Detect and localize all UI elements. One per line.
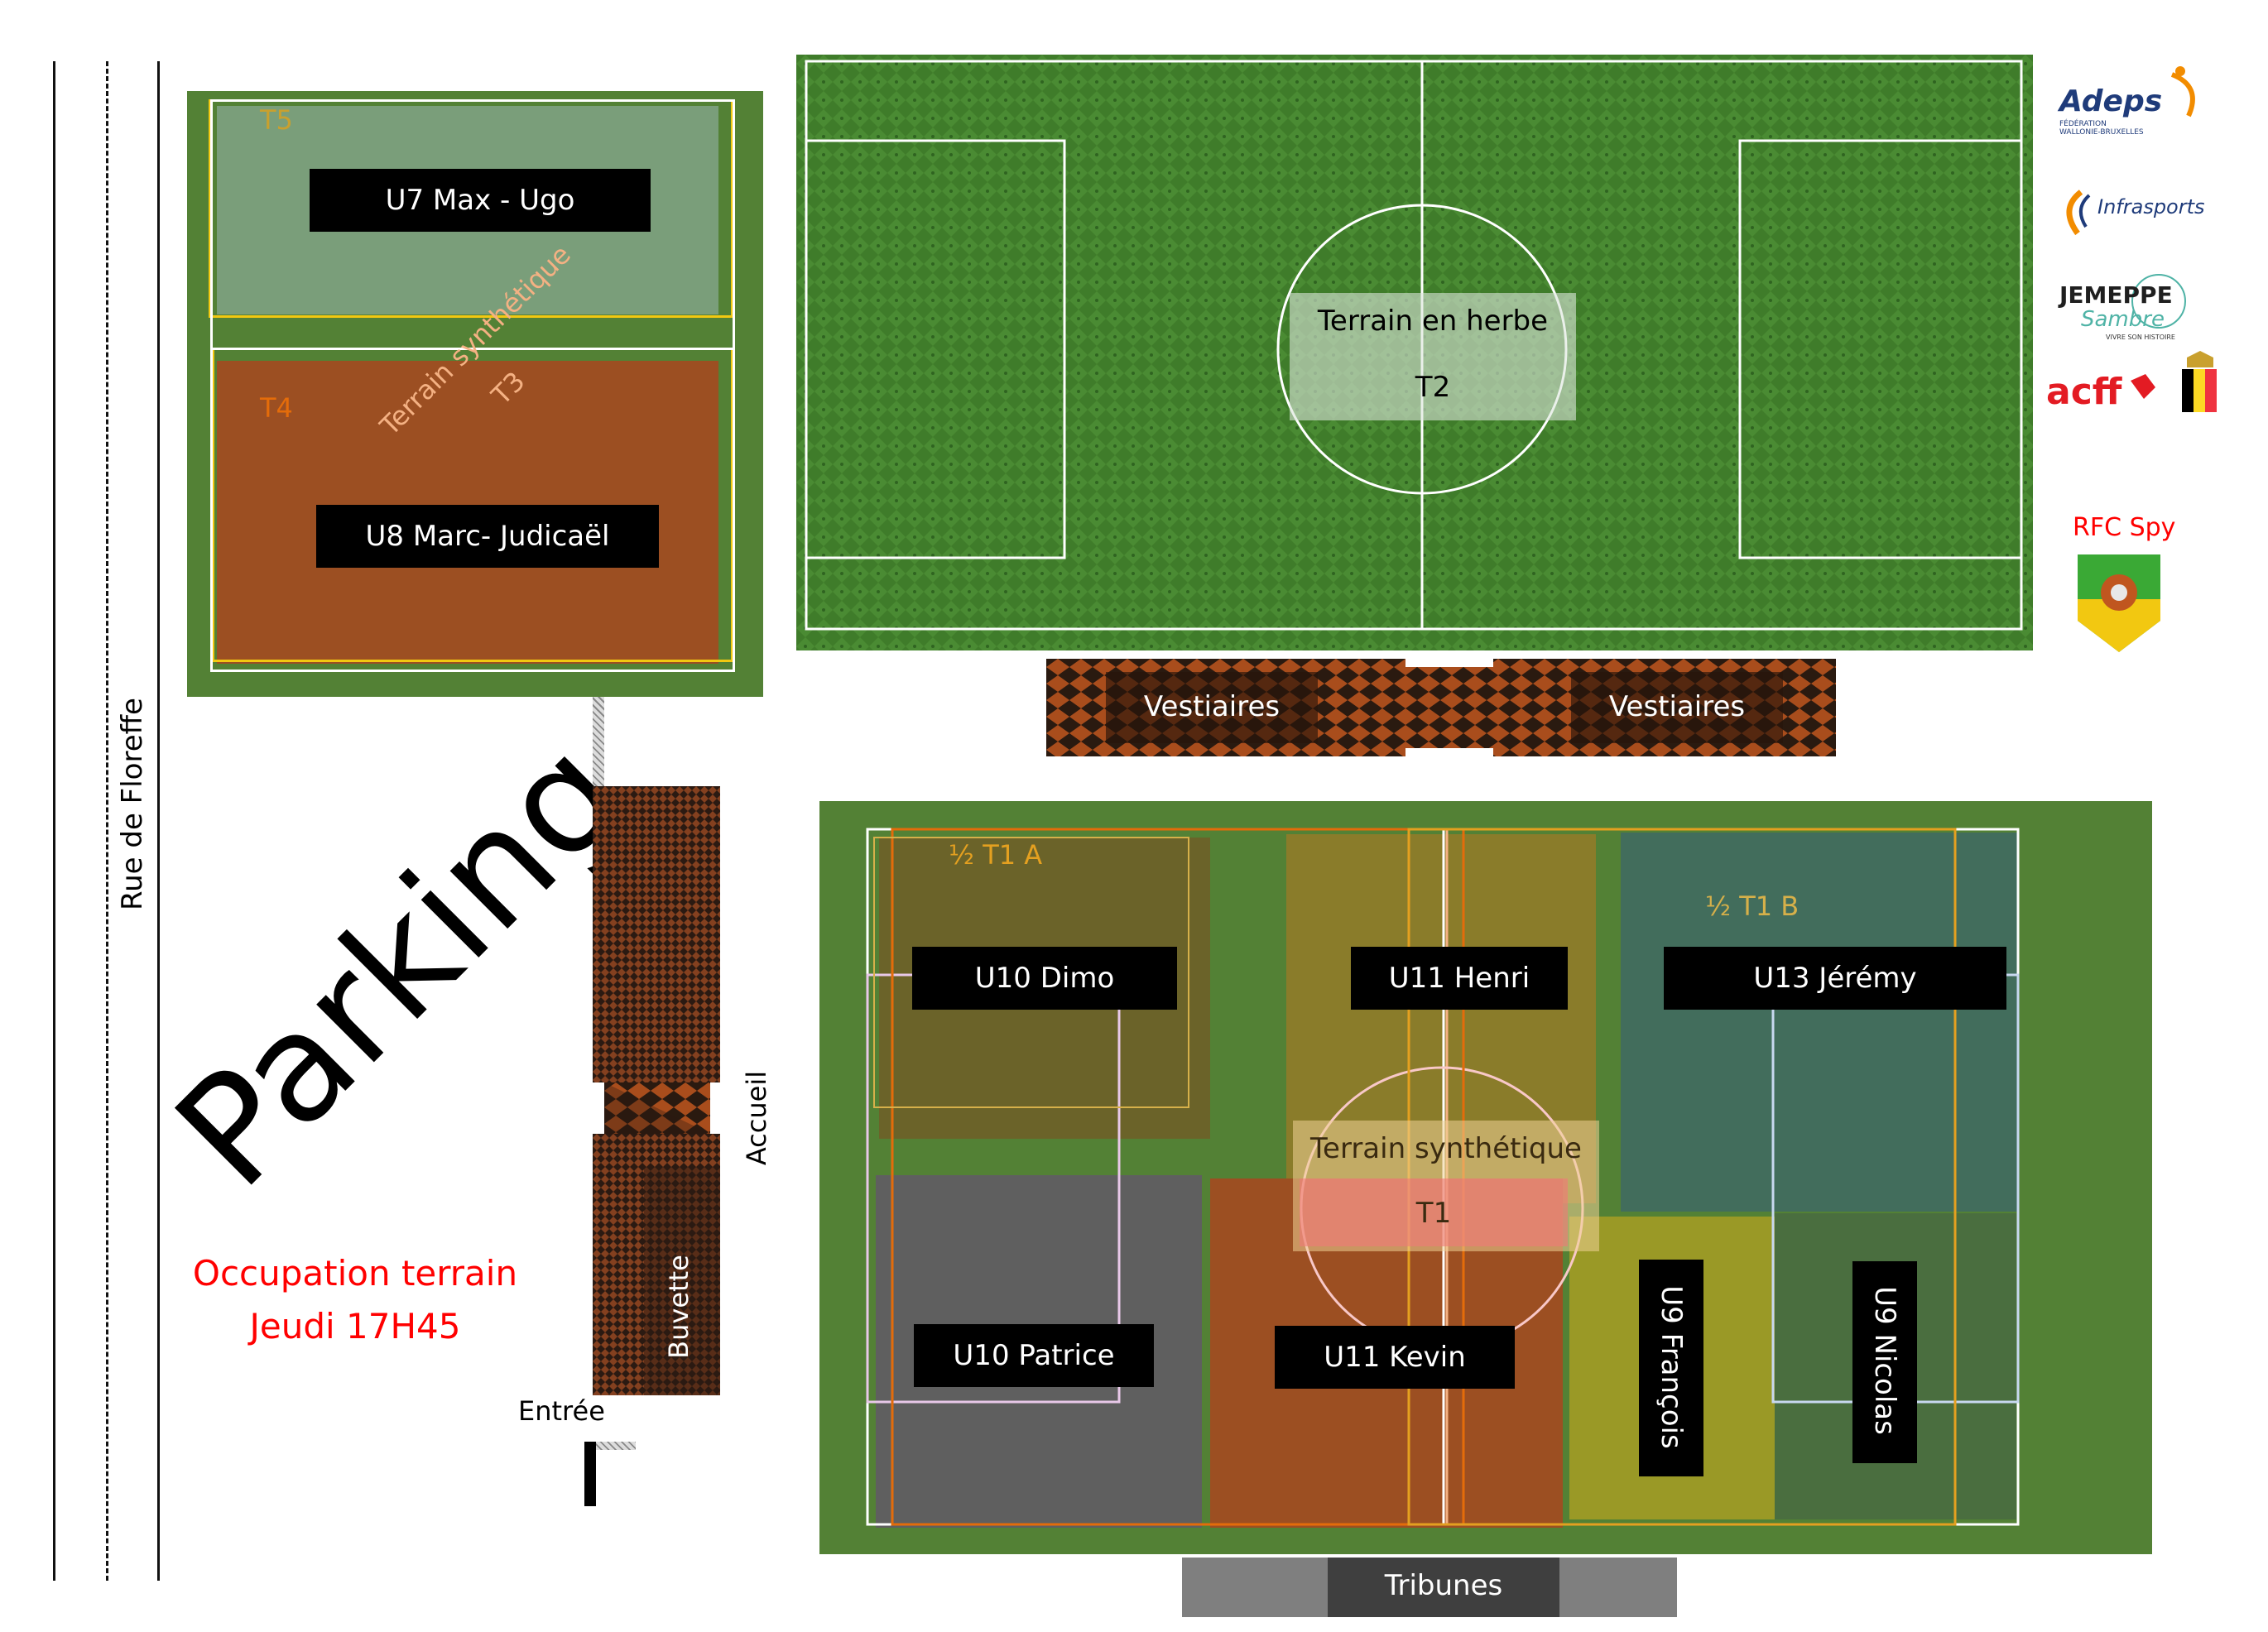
svg-text:VIVRE SON HISTOIRE: VIVRE SON HISTOIRE: [2106, 334, 2175, 341]
changing-room-right: [1571, 672, 1783, 743]
club-name: RFC Spy: [2073, 513, 2176, 542]
buvette-label: Buvette: [663, 1255, 694, 1359]
stands-label: Tribunes: [1384, 1569, 1503, 1602]
parking-label: Parking: [143, 707, 657, 1221]
team-u9-nicolas-box: [1852, 1261, 1917, 1463]
entrance-label: Entrée: [518, 1395, 605, 1427]
entrance-gate-bar: [596, 1442, 636, 1450]
belgian-crest-icon: [2177, 351, 2223, 422]
rfc-spy-crest-icon: [2074, 551, 2164, 655]
street-line-right: [157, 61, 160, 1581]
changing-room-left-label: Vestiaires: [1143, 690, 1281, 723]
team-u10-patrice: U10 Patrice: [914, 1324, 1154, 1387]
street-center-dashed: [106, 61, 108, 1581]
svg-text:Infrasports: Infrasports: [2097, 195, 2205, 218]
grass-field-code: T2: [1415, 371, 1451, 404]
jemeppe-logo: JEMEPPE Sambre VIVRE SON HISTOIRE: [2056, 270, 2213, 344]
acff-logo: acff: [2045, 366, 2160, 424]
svg-text:acff: acff: [2046, 371, 2123, 413]
team-u9-nicolas: U9 Nicolas: [1868, 1286, 1901, 1435]
title-line2: Jeudi 17H45: [249, 1306, 461, 1346]
buvette-building-top: [593, 786, 720, 1082]
grass-field-label-box: [1290, 293, 1576, 420]
accueil-label: Accueil: [741, 1070, 772, 1166]
street-line-left: [53, 61, 55, 1581]
street-label: Rue de Floreffe: [116, 698, 149, 910]
team-u8-marc-judicael: U8 Marc- Judicaël: [316, 505, 659, 568]
t4-label: T4: [260, 392, 293, 424]
main-field-name: Terrain synthétique: [1310, 1132, 1582, 1165]
half-b-label: ½ T1 B: [1705, 890, 1800, 922]
team-u13-jeremy: U13 Jérémy: [1664, 947, 2006, 1010]
team-u7-max-ugo: U7 Max - Ugo: [310, 169, 651, 232]
t5-label: T5: [260, 104, 293, 136]
entrance-gate-post: [584, 1442, 596, 1506]
svg-text:WALLONIE-BRUXELLES: WALLONIE-BRUXELLES: [2059, 128, 2144, 136]
svg-text:FÉDÉRATION: FÉDÉRATION: [2059, 118, 2107, 128]
changing-room-right-label: Vestiaires: [1608, 690, 1746, 723]
team-u9-francois: U9 François: [1655, 1285, 1688, 1449]
upper-left-field-lines: [210, 99, 735, 672]
accueil-connector: [604, 1082, 710, 1134]
hatched-path: [593, 697, 604, 788]
grass-field-name: Terrain en herbe: [1317, 305, 1549, 338]
half-a-label: ½ T1 A: [949, 839, 1043, 871]
main-field-code-box: [1300, 1178, 1568, 1246]
adeps-logo-text: Adeps: [2057, 84, 2162, 118]
upper-left-halfway-line: [210, 348, 735, 350]
adeps-logo: Adeps FÉDÉRATION WALLONIE-BRUXELLES: [2056, 61, 2205, 137]
buvette-building-bottom: [593, 1134, 720, 1395]
svg-text:Sambre: Sambre: [2081, 307, 2165, 332]
team-u11-henri: U11 Henri: [1351, 947, 1568, 1010]
main-field-code: T1: [1415, 1197, 1452, 1230]
team-u9-francois-box: [1639, 1260, 1703, 1476]
zone-u13-jeremy: [1621, 833, 2018, 1212]
svg-text:JEMEPPE: JEMEPPE: [2058, 281, 2173, 309]
team-u11-kevin: U11 Kevin: [1275, 1326, 1515, 1389]
team-u10-dimo: U10 Dimo: [912, 947, 1177, 1010]
title-line1: Occupation terrain: [192, 1253, 518, 1294]
stands-inner: [1328, 1558, 1559, 1617]
changing-room-left: [1106, 672, 1318, 743]
infrasports-logo: Infrasports: [2056, 175, 2213, 242]
